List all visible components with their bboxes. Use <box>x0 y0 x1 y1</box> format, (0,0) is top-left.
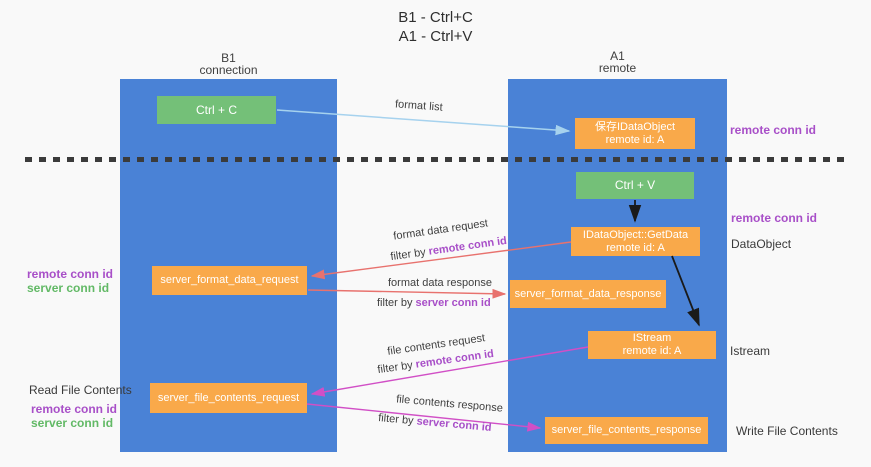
column-header-b1: B1 connection <box>120 52 337 76</box>
label-write-file-contents: Write File Contents <box>736 424 838 438</box>
filter-id-server: server conn id <box>416 415 493 434</box>
filter-by-prefix: filter by <box>389 245 430 264</box>
title-line-1: B1 - Ctrl+C <box>398 9 473 26</box>
label-remote-conn-id-mid: remote conn id <box>731 211 818 225</box>
node-server-file-contents-request-label: server_file_contents_request <box>157 391 300 404</box>
node-ctrl-v: Ctrl + V <box>576 172 694 199</box>
filter-by-prefix: filter by <box>376 358 417 377</box>
label-istream: Istream <box>730 344 771 358</box>
column-header-a1: A1 remote <box>508 50 727 74</box>
arrow-format-data-response <box>307 288 507 299</box>
node-server-file-contents-response-label: server_file_contents_response <box>551 424 702 436</box>
filter-by-prefix: filter by <box>377 412 418 428</box>
filter-by-prefix: filter by <box>377 297 416 309</box>
label-left-remote-conn-id-1: remote conn id <box>27 267 114 281</box>
filter-id-remote: remote conn id <box>427 234 508 258</box>
node-istream: IStream remote id: A <box>588 331 716 359</box>
label-conn-ids-bottom: remote conn id server conn id <box>31 402 117 430</box>
node-server-file-contents-request: server_file_contents_request <box>150 383 307 413</box>
node-save-idataobject-line1: 保存IDataObject <box>594 120 676 133</box>
edge-label-filter-server-conn-id-1: filter by server conn id <box>377 297 491 309</box>
column-a1-role: remote <box>598 61 637 75</box>
label-conn-ids-top: remote conn id server conn id <box>27 267 113 295</box>
edge-label-format-data-response: format data response <box>388 277 492 289</box>
edge-label-file-contents-response: file contents response <box>395 393 504 415</box>
label-left-server-conn-id-2: server conn id <box>31 416 114 430</box>
label-dataobject: DataObject <box>731 237 792 251</box>
node-server-format-data-request-label: server_format_data_request <box>160 274 299 286</box>
label-left-server-conn-id-1: server conn id <box>27 281 110 295</box>
node-server-format-data-request: server_format_data_request <box>152 266 307 295</box>
edge-label-filter-server-conn-id-2: filter by server conn id <box>378 412 492 434</box>
column-b1-role: connection <box>199 63 258 77</box>
diagram-title: B1 - Ctrl+C A1 - Ctrl+V <box>0 8 871 46</box>
node-ctrl-c: Ctrl + C <box>157 96 276 124</box>
edge-label-format-list: format list <box>394 98 444 114</box>
node-idataobject-getdata-line1: IDataObject::GetData <box>582 228 689 241</box>
label-left-remote-conn-id-2: remote conn id <box>31 402 118 416</box>
node-ctrl-c-label: Ctrl + C <box>195 102 237 117</box>
node-server-format-data-response: server_format_data_response <box>510 280 666 308</box>
node-save-idataobject: 保存IDataObject remote id: A <box>575 118 695 149</box>
node-server-format-data-response-label: server_format_data_response <box>514 287 662 300</box>
node-ctrl-v-label: Ctrl + V <box>614 178 656 192</box>
node-server-file-contents-response: server_file_contents_response <box>545 417 708 444</box>
column-b1-name: B1 <box>221 51 236 65</box>
node-istream-line2: remote id: A <box>622 345 682 357</box>
node-save-idataobject-line2: remote id: A <box>605 133 665 146</box>
node-istream-line1: IStream <box>632 332 672 344</box>
column-a1-name: A1 <box>610 49 625 63</box>
filter-id-server: server conn id <box>415 297 491 309</box>
node-idataobject-getdata-line2: remote id: A <box>606 241 665 254</box>
label-remote-conn-id-top: remote conn id <box>730 123 817 137</box>
title-line-2: A1 - Ctrl+V <box>398 28 473 45</box>
label-read-file-contents: Read File Contents <box>29 383 132 397</box>
node-idataobject-getdata: IDataObject::GetData remote id: A <box>571 227 700 256</box>
machine-boundary-dashed-line <box>25 157 847 162</box>
